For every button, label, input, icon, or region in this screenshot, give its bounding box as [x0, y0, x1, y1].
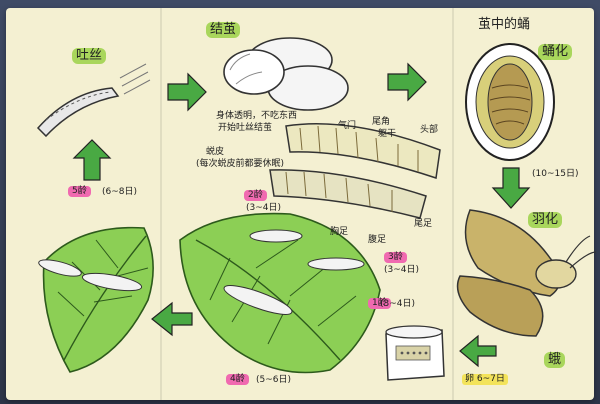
leaf-center	[179, 212, 381, 374]
label-molt-note: (每次蜕皮前都要休眠)	[196, 159, 285, 169]
arrow-right-top-right	[387, 62, 427, 102]
label-pupation-days: (10~15日)	[532, 169, 579, 179]
silkworm-mature-bottom	[269, 169, 427, 219]
label-instar1: 1龄	[368, 298, 391, 310]
label-eclosion: 羽化	[528, 212, 563, 228]
pupa-in-cocoon	[465, 43, 555, 161]
moth	[456, 209, 597, 337]
label-instar4-days: (5~6日)	[256, 375, 292, 385]
arrow-right-top-left	[167, 72, 207, 112]
label-instar1-days: (3~4日)	[380, 299, 416, 309]
label-torso: 躯干	[378, 129, 397, 139]
leaf-left	[38, 226, 154, 373]
label-molt: 蜕皮	[206, 147, 225, 157]
label-instar3-days: (3~4日)	[384, 265, 420, 275]
label-moth: 蛾	[544, 352, 566, 368]
label-instar5: 5龄	[68, 186, 91, 198]
label-instar2-days: (3~4日)	[246, 203, 282, 213]
fold-line-right	[452, 8, 454, 400]
arrow-up-left	[72, 139, 112, 181]
label-spin-silk: 吐丝	[72, 48, 107, 64]
silkworm-mature-top	[285, 122, 441, 179]
label-abdomen-leg: 腹足	[368, 235, 387, 245]
egg-container	[385, 325, 445, 381]
label-head: 头部	[420, 125, 439, 135]
arrow-down-right	[491, 167, 531, 209]
label-mature-note-1: 身体透明，不吃东西	[216, 111, 298, 121]
arrow-left-bottom-right	[459, 334, 497, 368]
label-instar3: 3龄	[384, 252, 407, 264]
fold-line-left	[160, 8, 162, 400]
label-cocoon: 结茧	[206, 22, 241, 38]
arrow-left-bottom	[151, 301, 193, 337]
label-instar5-days: (6~8日)	[102, 187, 138, 197]
label-mature-note-2: 开始吐丝结茧	[218, 123, 273, 133]
silkworm-spinning	[36, 63, 151, 138]
label-tail-leg: 尾足	[414, 219, 433, 229]
label-pupation: 蛹化	[538, 44, 573, 60]
label-instar2: 2龄	[244, 190, 267, 202]
label-spiracle: 气门	[338, 121, 357, 131]
label-egg-days: 卵 6~7日	[462, 374, 508, 386]
label-cocoon-pupa: 茧中的蛹	[478, 17, 531, 32]
cocoon-cluster	[223, 37, 349, 111]
label-instar4: 4龄	[226, 374, 249, 386]
label-cauda-horn: 尾角	[372, 117, 391, 127]
label-thorax-leg: 胸足	[330, 227, 349, 237]
